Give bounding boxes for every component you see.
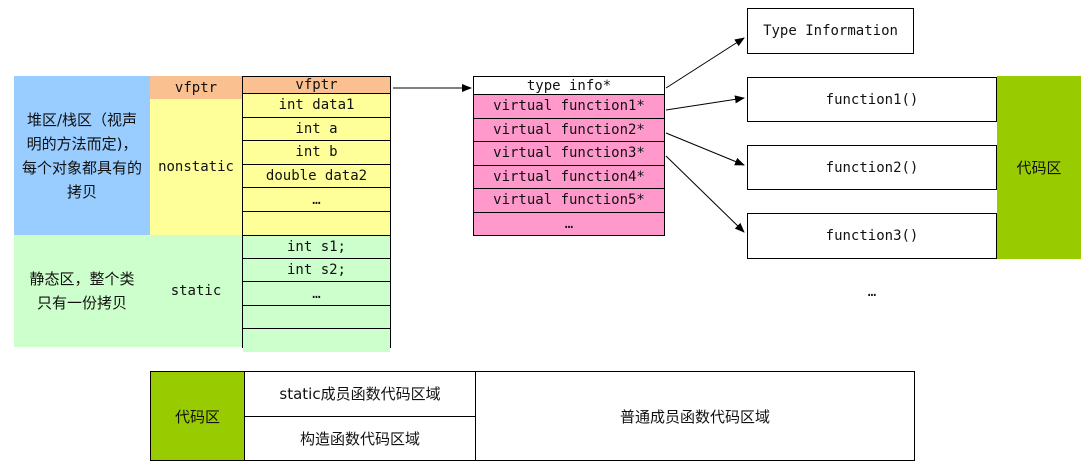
- code-region-table: 代码区 static成员函数代码区域 构造函数代码区域 普通成员函数代码区域: [150, 371, 915, 461]
- nonstatic-field-4: double data2: [243, 165, 390, 189]
- arrow-vfunc1-to-function1: [665, 95, 745, 111]
- static-label: static: [150, 235, 242, 347]
- arrow-typeinfo-to-type-information: [665, 37, 745, 89]
- function-box-2: function2(): [747, 145, 997, 190]
- static-member-fn-region: static成员函数代码区域: [245, 372, 475, 417]
- vtable: type info* virtual function1*virtual fun…: [473, 76, 665, 236]
- vfptr-cell: vfptr: [243, 77, 390, 94]
- nonstatic-field-5: …: [243, 188, 390, 212]
- static-field-4: [243, 306, 390, 330]
- function-box-3: function3(): [747, 213, 997, 259]
- code-region-left-cells: static成员函数代码区域 构造函数代码区域: [245, 372, 476, 460]
- functions-more: …: [867, 284, 877, 300]
- heap-stack-area-label: 堆区/栈区（视声明的方法而定)，每个对象都具有的拷贝: [14, 76, 150, 235]
- vtable-entries: virtual function1*virtual function2*virt…: [474, 95, 664, 235]
- vtable-entry-1: virtual function1*: [474, 95, 664, 119]
- static-fields: int s1;int s2;…: [243, 235, 390, 352]
- arrow-vfunc2-to-function2: [665, 132, 745, 166]
- code-area-side-label: 代码区: [997, 76, 1081, 259]
- nonstatic-field-2: int a: [243, 118, 390, 142]
- code-region-label: 代码区: [151, 372, 245, 460]
- vtable-entry-3: virtual function3*: [474, 142, 664, 166]
- vtable-entry-2: virtual function2*: [474, 119, 664, 142]
- constructor-fn-region: 构造函数代码区域: [299, 429, 420, 448]
- function-box-1: function1(): [747, 77, 997, 122]
- normal-member-fn-region: 普通成员函数代码区域: [619, 407, 770, 426]
- type-information-box: Type Information: [747, 8, 914, 54]
- vtable-entry-6: …: [564, 215, 574, 232]
- nonstatic-field-1: int data1: [243, 94, 390, 118]
- nonstatic-label: nonstatic: [150, 99, 242, 235]
- static-field-1: int s1;: [243, 236, 390, 259]
- arrow-vfunc3-to-function3: [665, 155, 745, 233]
- vtable-header: type info*: [474, 77, 664, 95]
- vtable-entry-4: virtual function4*: [474, 166, 664, 189]
- vfptr-label: vfptr: [150, 76, 242, 99]
- nonstatic-field-3: int b: [243, 141, 390, 165]
- static-field-2: int s2;: [243, 259, 390, 283]
- static-area-label: 静态区，整个类只有一份拷贝: [14, 235, 150, 347]
- static-field-3: …: [243, 282, 390, 306]
- vtable-entry-5: virtual function5*: [474, 189, 664, 213]
